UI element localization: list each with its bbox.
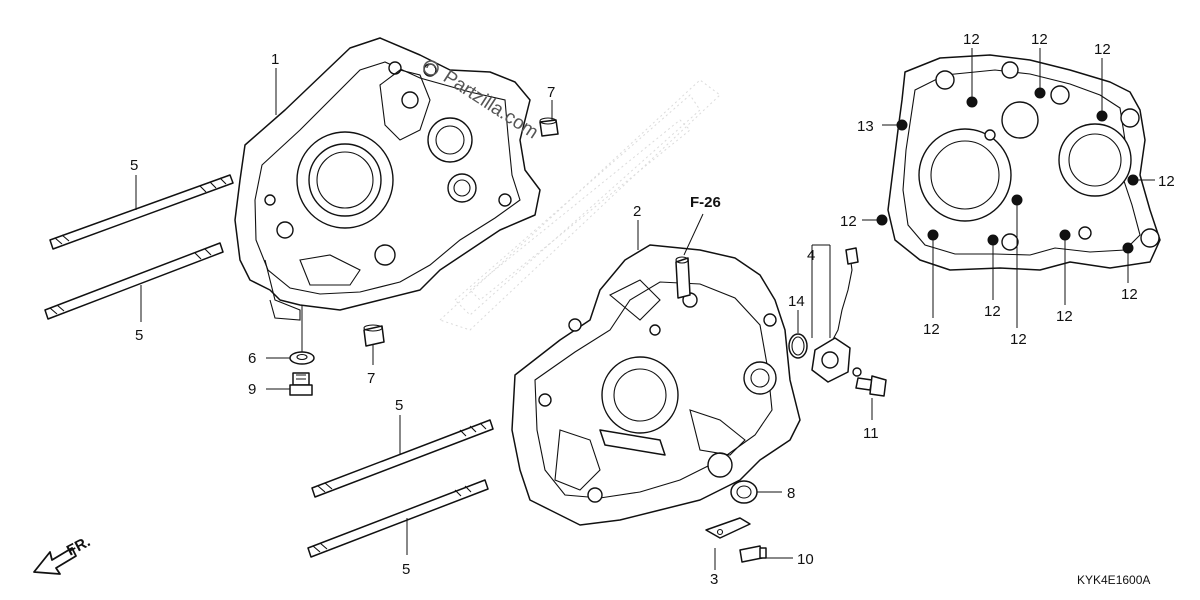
callout-12c: 12 — [1094, 41, 1111, 58]
callout-5d: 5 — [402, 561, 410, 578]
callout-9: 9 — [248, 381, 256, 398]
flange-bolt-11[interactable] — [855, 375, 887, 397]
callout-12i: 12 — [1056, 308, 1073, 325]
partzilla-logo-icon — [423, 60, 439, 76]
callout-11: 11 — [863, 425, 879, 442]
right-crankcase[interactable] — [511, 244, 801, 526]
crankcase-mating-face-view — [876, 54, 1161, 271]
callout-12e: 12 — [840, 213, 857, 230]
reference-f26: F-26 — [690, 194, 721, 211]
callout-12d: 12 — [1158, 173, 1175, 190]
setting-plate[interactable] — [705, 517, 751, 539]
stud-bolt-lower-right[interactable] — [307, 479, 489, 558]
callout-2: 2 — [633, 203, 641, 220]
left-crankcase[interactable] — [234, 37, 541, 321]
callout-12f: 12 — [923, 321, 940, 338]
callout-7a: 7 — [547, 84, 555, 101]
arrow-down-left-icon — [33, 547, 77, 575]
drain-bolt[interactable] — [289, 372, 313, 396]
stud-bolt-lower-left[interactable] — [44, 242, 224, 320]
callout-10: 10 — [797, 551, 814, 568]
callout-4: 4 — [807, 247, 815, 264]
dowel-pin-upper[interactable] — [539, 117, 559, 137]
oil-seal[interactable] — [730, 480, 758, 504]
callout-7b: 7 — [367, 370, 375, 387]
front-indicator: FR. — [33, 533, 93, 575]
callout-3: 3 — [710, 571, 718, 588]
callout-5a: 5 — [130, 157, 138, 174]
callout-12a: 12 — [963, 31, 980, 48]
callout-14: 14 — [788, 293, 805, 310]
o-ring[interactable] — [788, 333, 808, 359]
callout-5c: 5 — [395, 397, 403, 414]
callout-12j: 12 — [1121, 286, 1138, 303]
callouts: 1 5 5 6 9 7 7 2 F-26 5 5 3 8 10 11 4 14 … — [130, 31, 1175, 588]
stud-bolt-upper-right[interactable] — [311, 419, 494, 498]
dowel-pin-lower[interactable] — [363, 324, 385, 347]
background-wing-shading — [439, 79, 721, 331]
leader-lines — [135, 48, 1155, 570]
callout-5b: 5 — [135, 327, 143, 344]
callout-1: 1 — [271, 51, 279, 68]
callout-12b: 12 — [1031, 31, 1048, 48]
neutral-switch[interactable] — [811, 247, 862, 383]
diagram-code: KYK4E1600A — [1077, 573, 1150, 587]
stud-bolt-upper-left[interactable] — [49, 174, 234, 250]
callout-12g: 12 — [984, 303, 1001, 320]
callout-13: 13 — [857, 118, 874, 135]
washer[interactable] — [289, 351, 315, 365]
callout-6: 6 — [248, 350, 256, 367]
flange-bolt-10[interactable] — [739, 545, 767, 563]
callout-12h: 12 — [1010, 331, 1027, 348]
callout-8: 8 — [787, 485, 795, 502]
